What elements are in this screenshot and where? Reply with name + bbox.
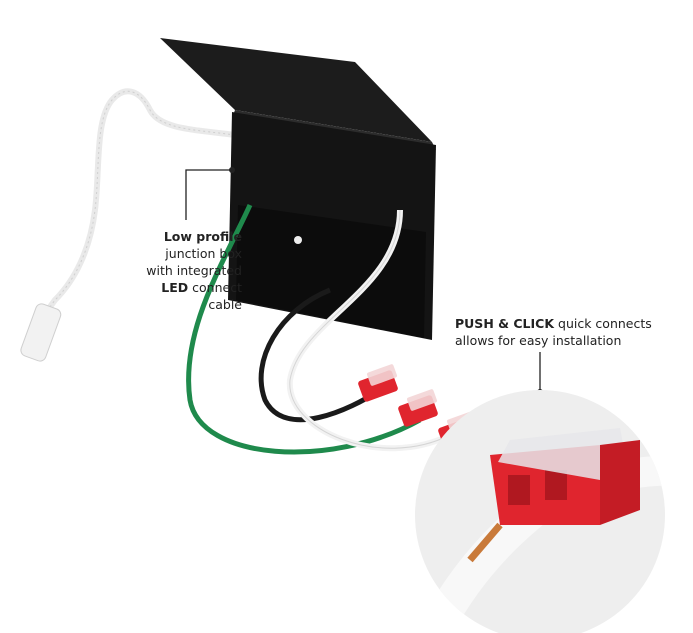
caption-line: quick connects [554, 316, 652, 331]
leader-line-box [185, 169, 232, 220]
junction-box-caption: Low profile junction box with integrated… [130, 228, 242, 313]
caption-line: connect cable [188, 280, 242, 312]
caption-line: with integrated [146, 263, 242, 278]
wire-green [186, 203, 422, 455]
wire-black [258, 287, 382, 423]
connectors-caption: PUSH & CLICK quick connects allows for e… [455, 315, 685, 349]
caption-line: allows for easy installation [455, 333, 622, 348]
connector-closeup [415, 390, 665, 633]
caption-line: junction box [165, 246, 242, 261]
box-lid [160, 38, 432, 142]
caption-bold: Low profile [163, 229, 242, 244]
caption-bold: PUSH & CLICK [455, 316, 555, 331]
led-connector-plug [20, 303, 62, 362]
caption-bold: LED [161, 280, 189, 295]
